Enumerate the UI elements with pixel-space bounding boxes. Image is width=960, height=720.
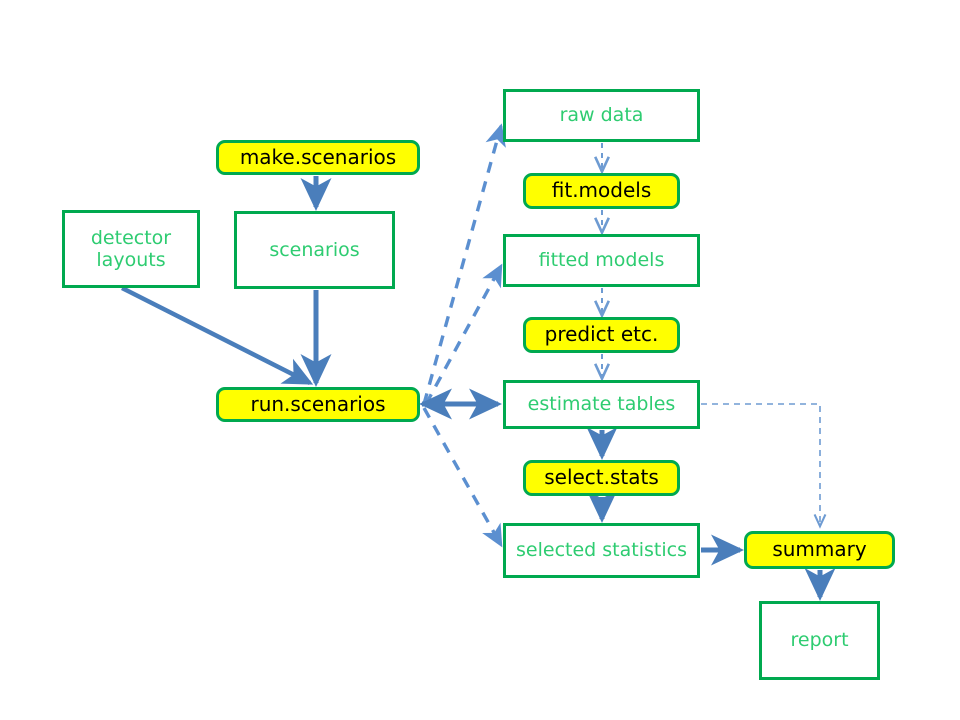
edge-run-scenarios-to-selected-statistics	[422, 407, 503, 548]
node-make-scenarios[interactable]: make.scenarios	[216, 140, 420, 175]
node-select-stats[interactable]: select.stats	[523, 460, 680, 496]
node-selected-statistics-label: selected statistics	[516, 539, 687, 562]
node-report[interactable]: report	[759, 601, 880, 680]
node-predict-etc[interactable]: predict etc.	[523, 317, 680, 353]
node-scenarios-label: scenarios	[269, 238, 360, 261]
edge-run-scenarios-to-raw-data	[422, 123, 506, 405]
node-detector-layouts-label: detector layouts	[90, 226, 172, 271]
node-predict-etc-label: predict etc.	[544, 322, 659, 347]
node-fitted-models-label: fitted models	[538, 249, 665, 272]
node-make-scenarios-label: make.scenarios	[239, 144, 397, 169]
node-fitted-models[interactable]: fitted models	[503, 234, 700, 287]
node-estimate-tables[interactable]: estimate tables	[503, 380, 700, 429]
node-detector-layouts[interactable]: detector layouts	[62, 210, 200, 288]
node-run-scenarios[interactable]: run.scenarios	[216, 387, 420, 422]
node-run-scenarios-label: run.scenarios	[250, 391, 386, 416]
node-select-stats-label: select.stats	[544, 465, 659, 490]
node-report-label: report	[790, 629, 849, 652]
edge-estimate-tables-to-summary	[701, 403, 827, 529]
node-fit-models-label: fit.models	[551, 178, 652, 203]
node-summary[interactable]: summary	[744, 531, 895, 569]
edge-run-scenarios-to-fitted-models	[424, 263, 503, 405]
node-raw-data[interactable]: raw data	[503, 89, 700, 142]
node-scenarios[interactable]: scenarios	[234, 211, 395, 289]
node-selected-statistics[interactable]: selected statistics	[503, 523, 700, 578]
node-raw-data-label: raw data	[559, 104, 644, 127]
node-estimate-tables-label: estimate tables	[527, 393, 676, 416]
node-summary-label: summary	[772, 537, 867, 562]
edge-detector-layouts-to-run-scenarios	[120, 285, 314, 386]
node-fit-models[interactable]: fit.models	[523, 173, 680, 209]
